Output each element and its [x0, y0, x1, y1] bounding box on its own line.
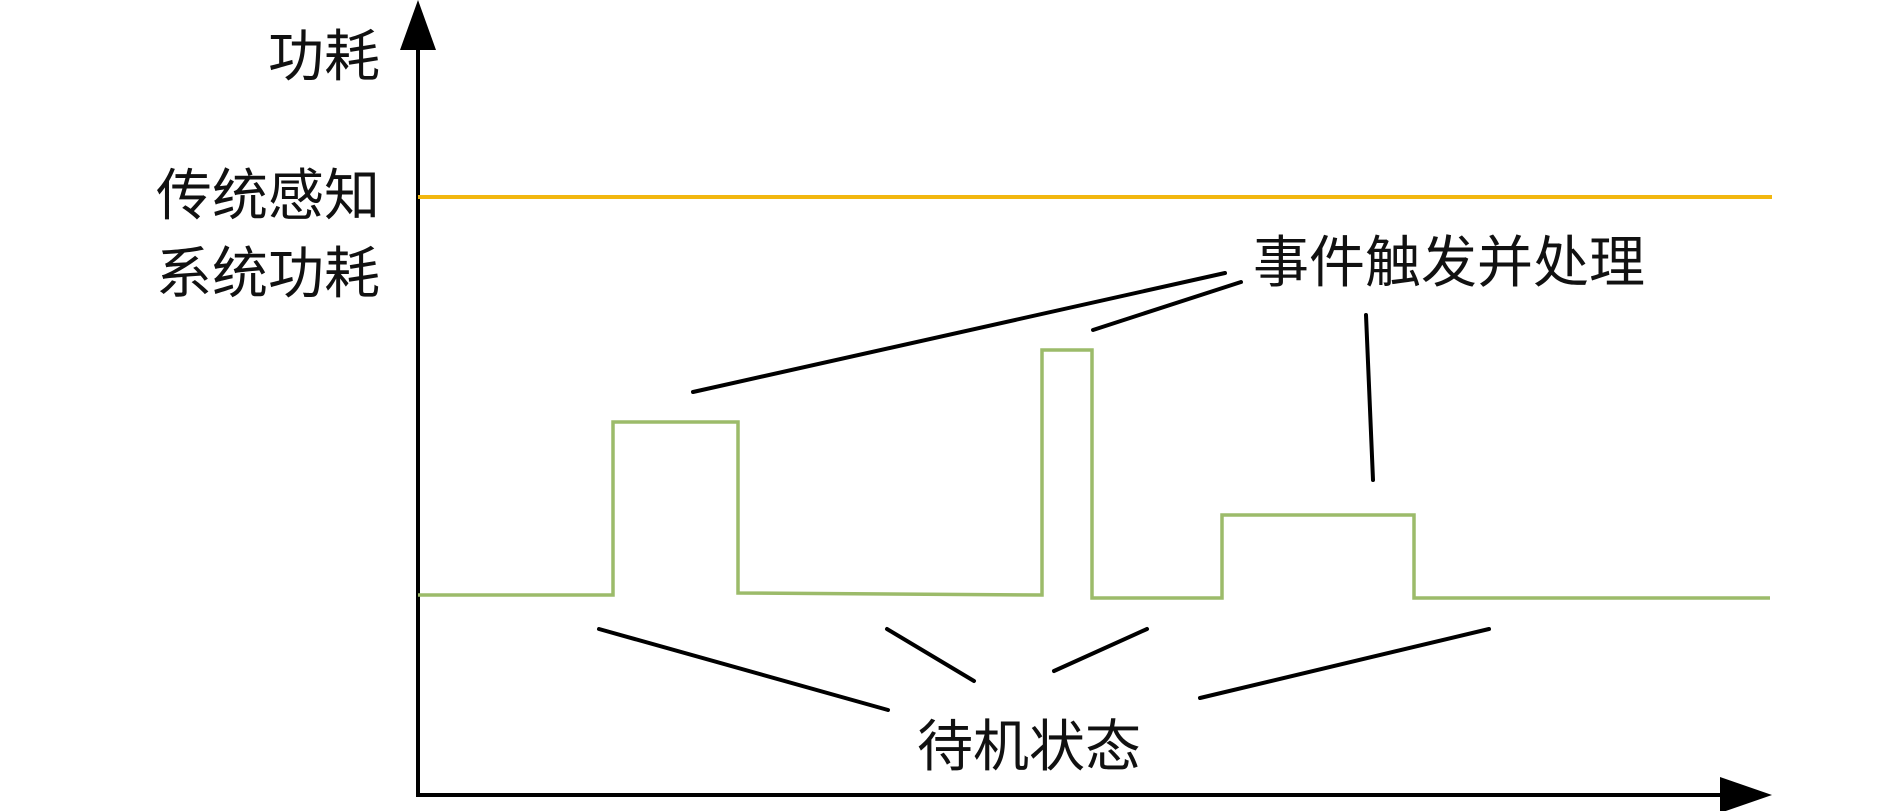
standby-leader-line-3 — [1052, 627, 1149, 673]
baseline-label-line2: 系统功耗 — [156, 242, 380, 307]
event-leader-line-1 — [691, 271, 1227, 394]
event-leader-line-2 — [1091, 280, 1243, 332]
standby-leader-line-1 — [597, 627, 890, 712]
standby-leader-line-4 — [1198, 627, 1491, 700]
event-driven-power-trace — [418, 348, 1770, 600]
y-axis-label: 功耗 — [268, 25, 380, 90]
baseline-label-line1: 传统感知 — [156, 164, 380, 229]
event-trigger-label: 事件触发并处理 — [1253, 231, 1645, 296]
event-leader-line-3 — [1364, 313, 1375, 482]
x-axis-arrowhead — [1720, 777, 1772, 811]
standby-leader-line-2 — [885, 627, 976, 683]
y-axis-arrowhead — [400, 0, 436, 50]
standby-state-label: 待机状态 — [917, 715, 1141, 780]
